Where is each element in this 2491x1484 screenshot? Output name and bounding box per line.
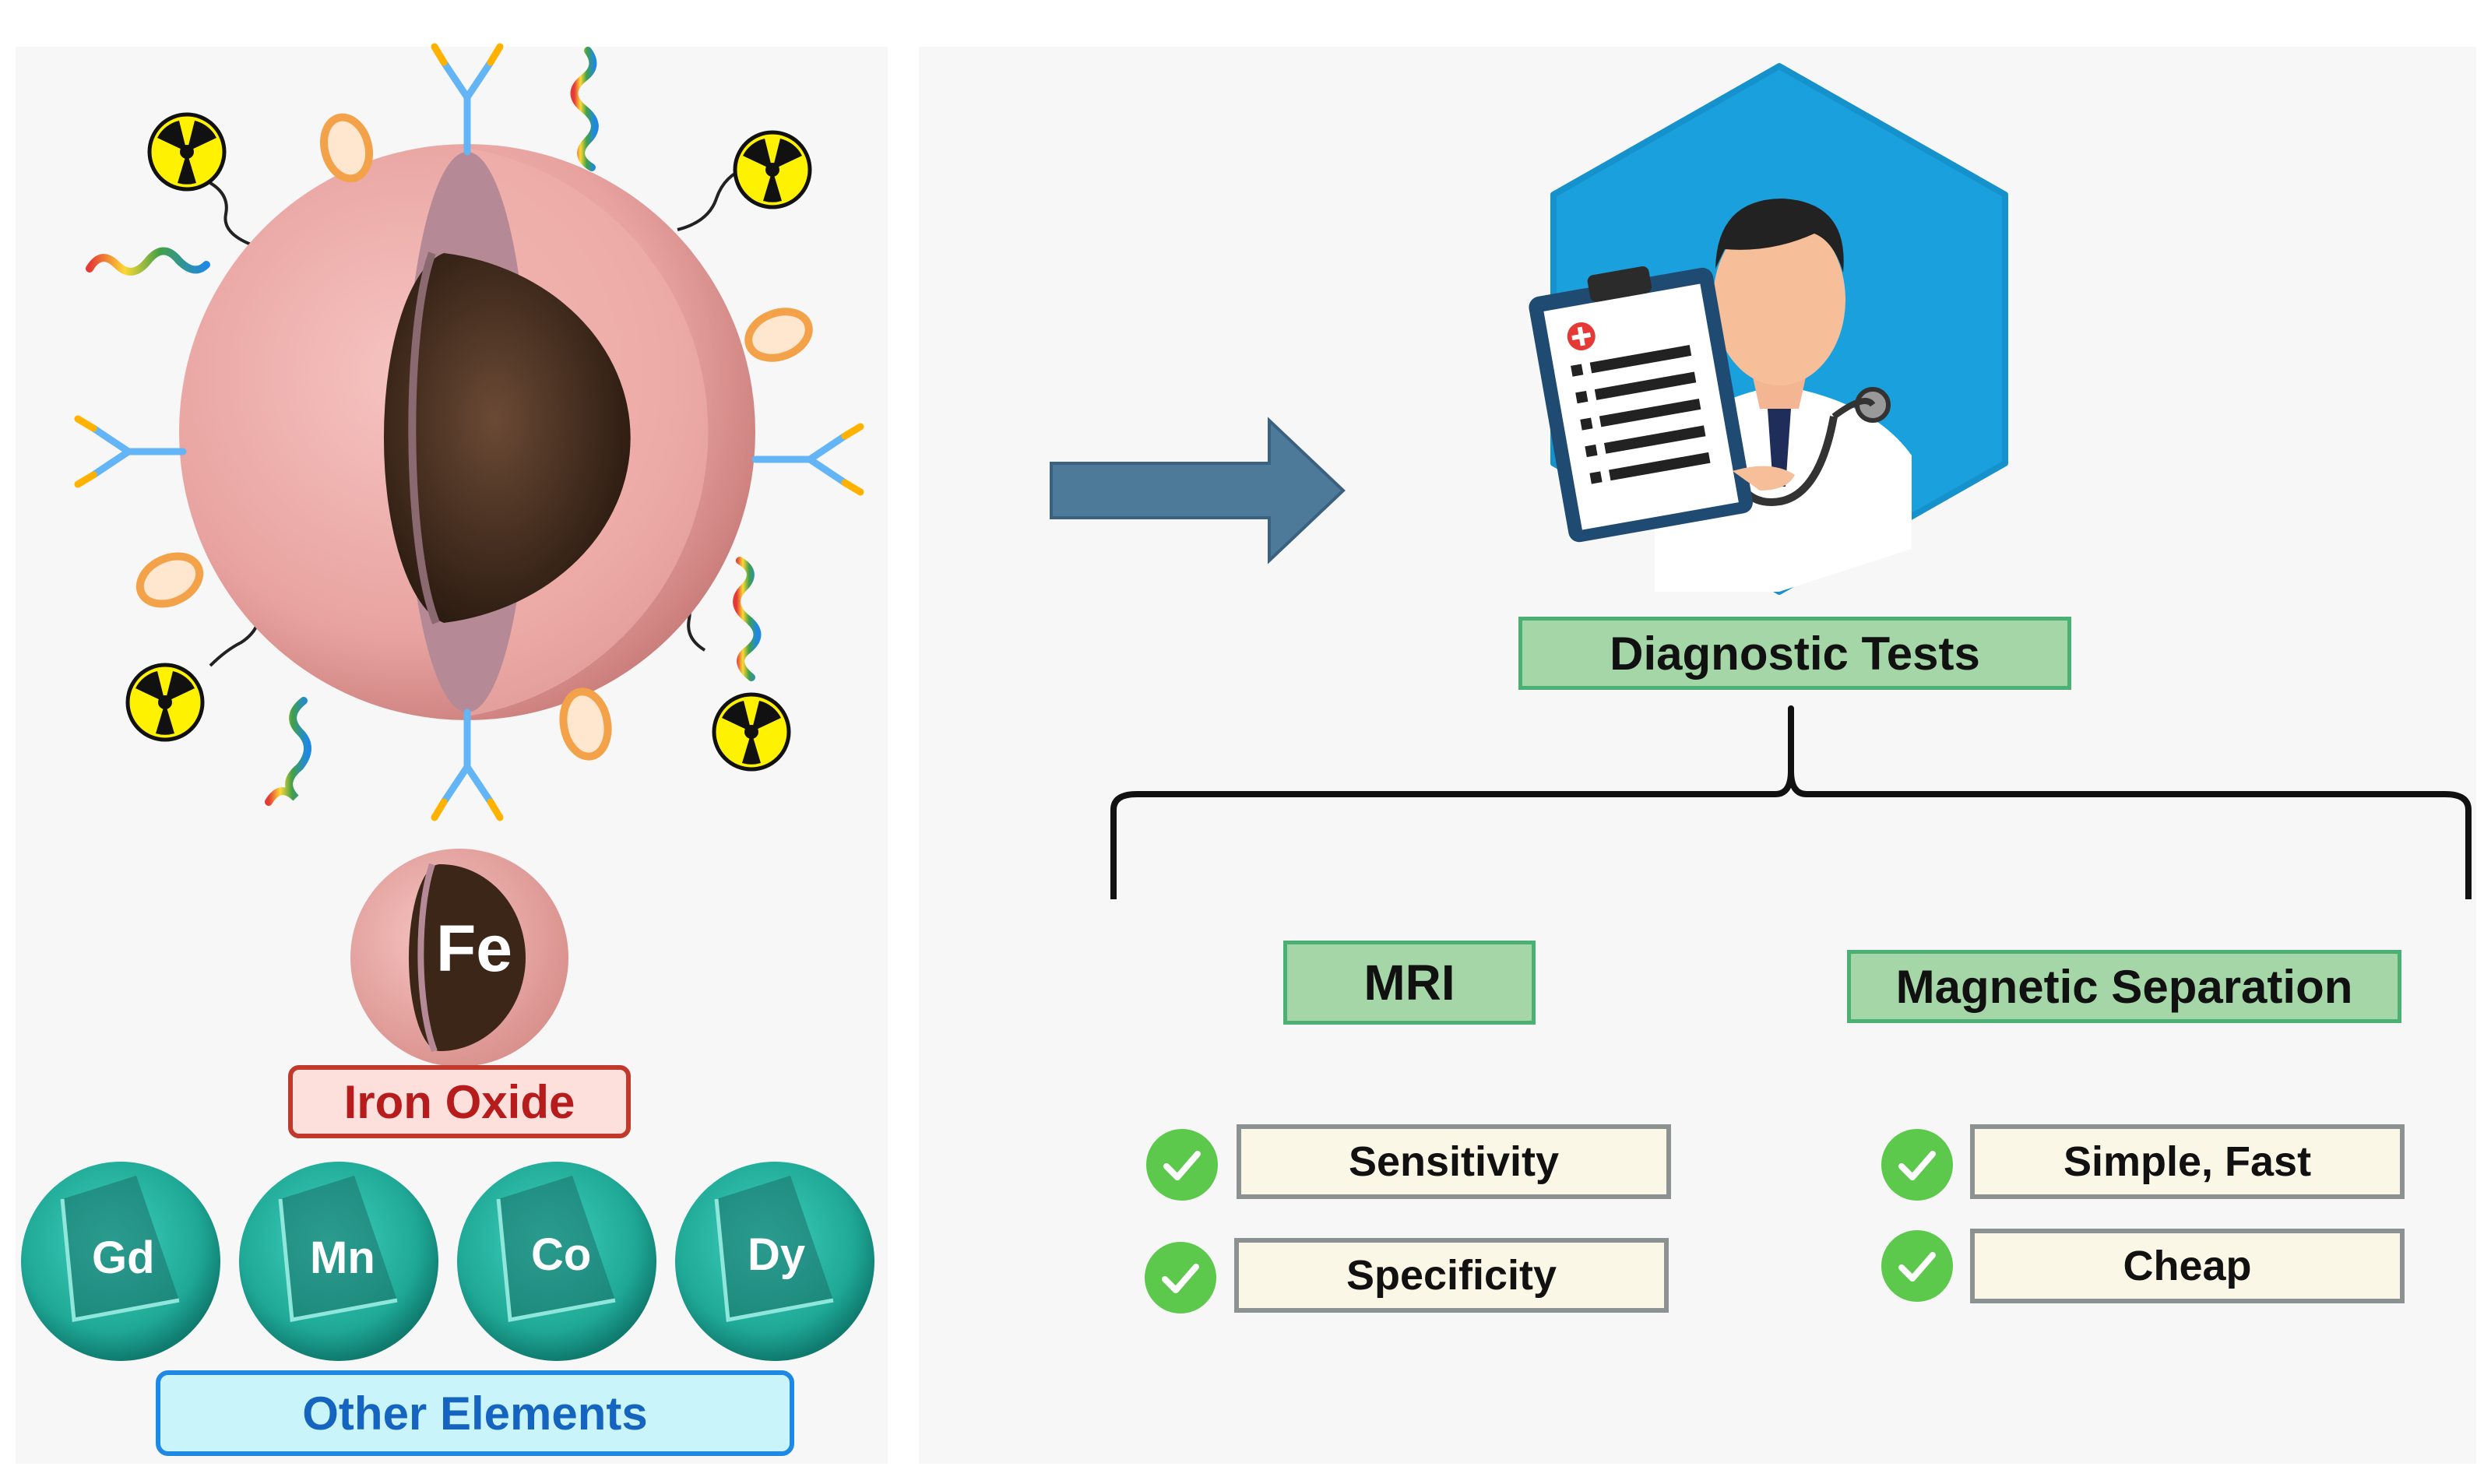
magnetic-separation-label: Magnetic Separation [1847, 950, 2401, 1023]
doctor-icon [1529, 63, 2008, 595]
check-icon [1146, 1129, 1218, 1201]
other-elements-label: Other Elements [156, 1370, 794, 1456]
fe-label: Fe [436, 912, 513, 985]
radioactive-icon [125, 112, 812, 772]
benefit-specificity: Specificity [1234, 1238, 1669, 1313]
element-gd: Gd [92, 1233, 155, 1283]
branch-brace [1110, 705, 2472, 899]
element-mn: Mn [310, 1233, 375, 1283]
peptide-icon [86, 47, 762, 806]
iron-oxide-label: Iron Oxide [288, 1065, 631, 1138]
check-icon [1881, 1129, 1953, 1201]
benefit-cheap: Cheap [1970, 1229, 2405, 1303]
mri-label: MRI [1283, 941, 1536, 1025]
diagnostic-tests-label: Diagnostic Tests [1518, 617, 2071, 690]
iron-oxide-particle [343, 841, 576, 1074]
check-icon [1881, 1230, 1953, 1302]
drug-icon [135, 113, 813, 761]
check-icon [1145, 1242, 1216, 1313]
nanoparticle-diagram [74, 43, 864, 821]
antibody-icon [74, 43, 864, 821]
main-nanoparticle [179, 144, 755, 720]
element-dy: Dy [748, 1229, 806, 1280]
element-spheres [21, 1162, 874, 1361]
benefit-sensitivity: Sensitivity [1237, 1124, 1671, 1199]
benefit-simple-fast: Simple, Fast [1970, 1124, 2405, 1199]
right-arrow-icon [1050, 417, 1346, 564]
element-co: Co [531, 1229, 592, 1280]
